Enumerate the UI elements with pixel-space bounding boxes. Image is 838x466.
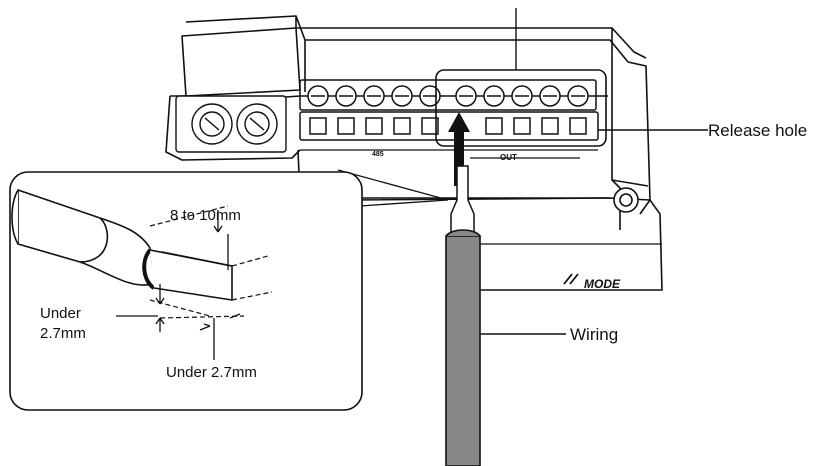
wiring-label: Wiring [570,325,618,344]
width-dimension-label: 8 to 10mm [170,207,241,224]
release-hole-label: Release hole [708,121,807,140]
dimension-arrows [155,210,241,360]
under-label-line2: 2.7mm [40,325,86,342]
mode-chevrons [563,273,579,285]
release-hole-row [299,111,599,141]
out-marking: OUT [500,153,517,162]
callout-connector [337,169,449,207]
rs485-marking: 485 [372,151,384,158]
terminal-screw-row [299,79,597,111]
wire [445,229,481,466]
under-bottom-label: Under 2.7mm [166,364,257,381]
ferrule-illustration [11,189,233,301]
terminal-markings [300,149,598,159]
mode-marking: MODE [584,277,621,291]
highlight-frame [435,69,607,147]
insertion-arrow [448,112,470,186]
under-label-line1: Under [40,305,81,322]
rotary-switches [175,95,287,153]
